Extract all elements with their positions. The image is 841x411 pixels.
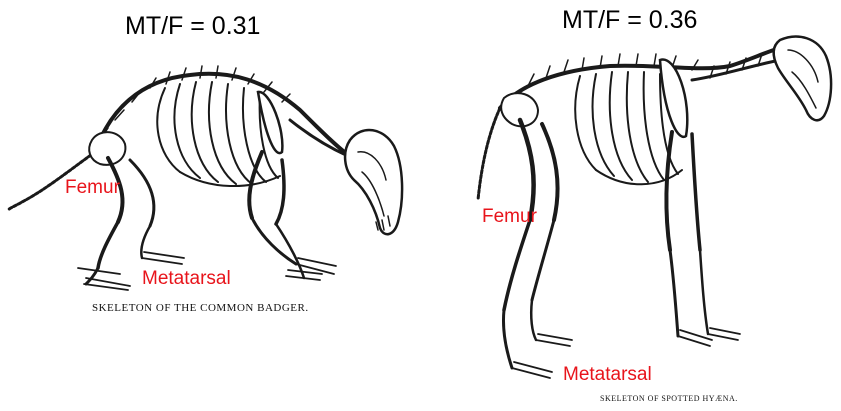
badger-skeleton: [0, 40, 420, 340]
hyena-panel: MT/F = 0.36: [420, 0, 841, 411]
badger-caption: SKELETON OF THE COMMON BADGER.: [92, 302, 309, 314]
hyena-femur-label: Femur: [482, 206, 537, 228]
hyena-caption: SKELETON OF SPOTTED HYÆNA.: [600, 394, 738, 403]
badger-femur-label: Femur: [65, 177, 120, 199]
hyena-metatarsal-label: Metatarsal: [563, 364, 652, 386]
badger-panel: MT/F = 0.31: [0, 0, 420, 411]
badger-metatarsal-label: Metatarsal: [142, 268, 231, 290]
hyena-skeleton: [420, 20, 841, 390]
badger-ratio-label: MT/F = 0.31: [125, 12, 260, 41]
